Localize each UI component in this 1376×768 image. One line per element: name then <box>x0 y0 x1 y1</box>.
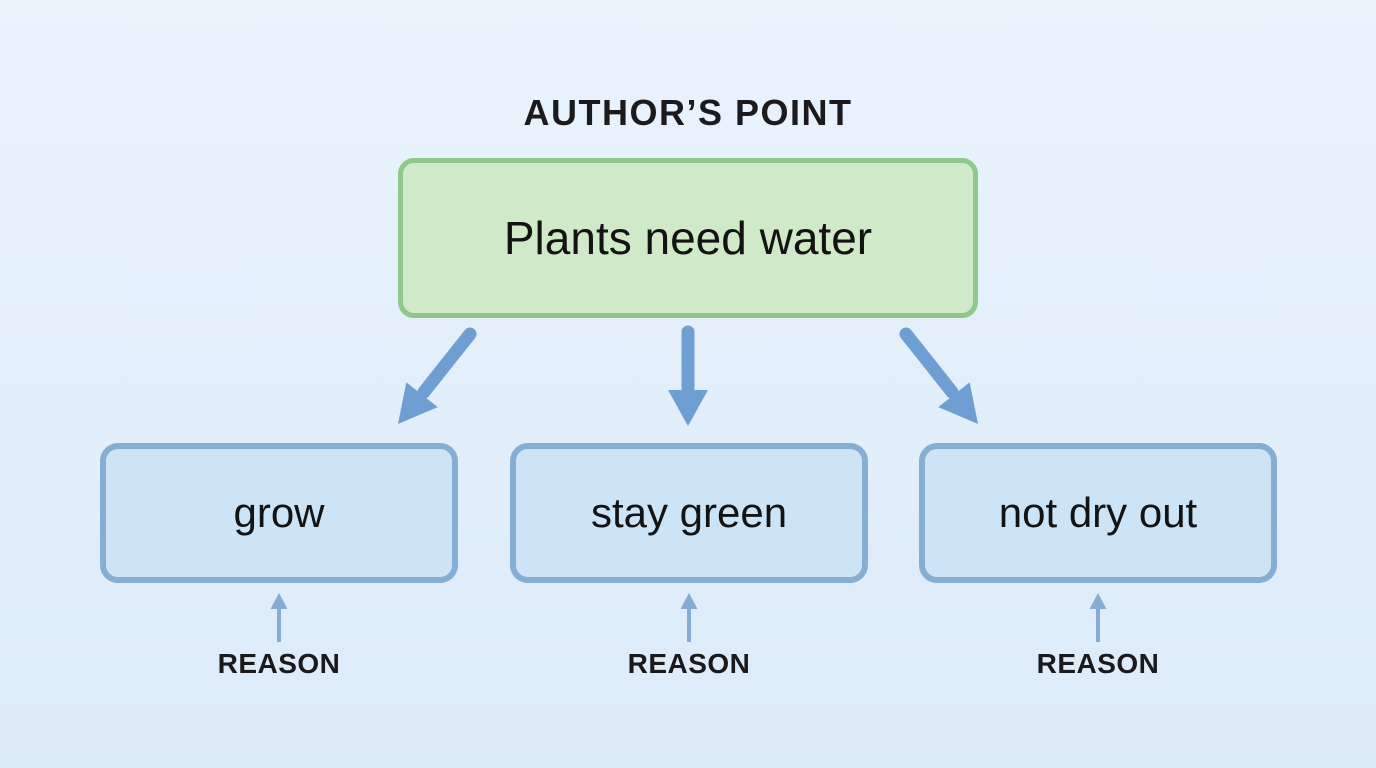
arrow-down-left-icon <box>398 327 477 424</box>
reason-box-grow-label: grow <box>233 489 325 536</box>
arrow-up-icon <box>680 593 698 642</box>
reason-box-grow: grow <box>100 443 458 583</box>
arrow-up-icon <box>1089 593 1107 642</box>
arrow-up-icon <box>270 593 288 642</box>
reason-box-not-dry-out: not dry out <box>919 443 1277 583</box>
reason-box-stay-green-label: stay green <box>590 489 788 536</box>
arrow-down-right-icon <box>899 327 978 424</box>
authors-point-box: Plants need water <box>398 158 978 318</box>
authors-point-label: Plants need water <box>503 212 873 264</box>
arrow-down-icon <box>668 325 708 426</box>
reason-box-not-dry-out-label: not dry out <box>998 489 1198 536</box>
reason-tag-1: REASON <box>217 648 341 679</box>
reason-tag-3: REASON <box>1036 648 1160 679</box>
flow-arrows-group <box>398 325 978 426</box>
diagram-title: AUTHOR’S POINT <box>523 92 853 133</box>
reason-tag-2: REASON <box>627 648 751 679</box>
reason-box-stay-green: stay green <box>510 443 868 583</box>
